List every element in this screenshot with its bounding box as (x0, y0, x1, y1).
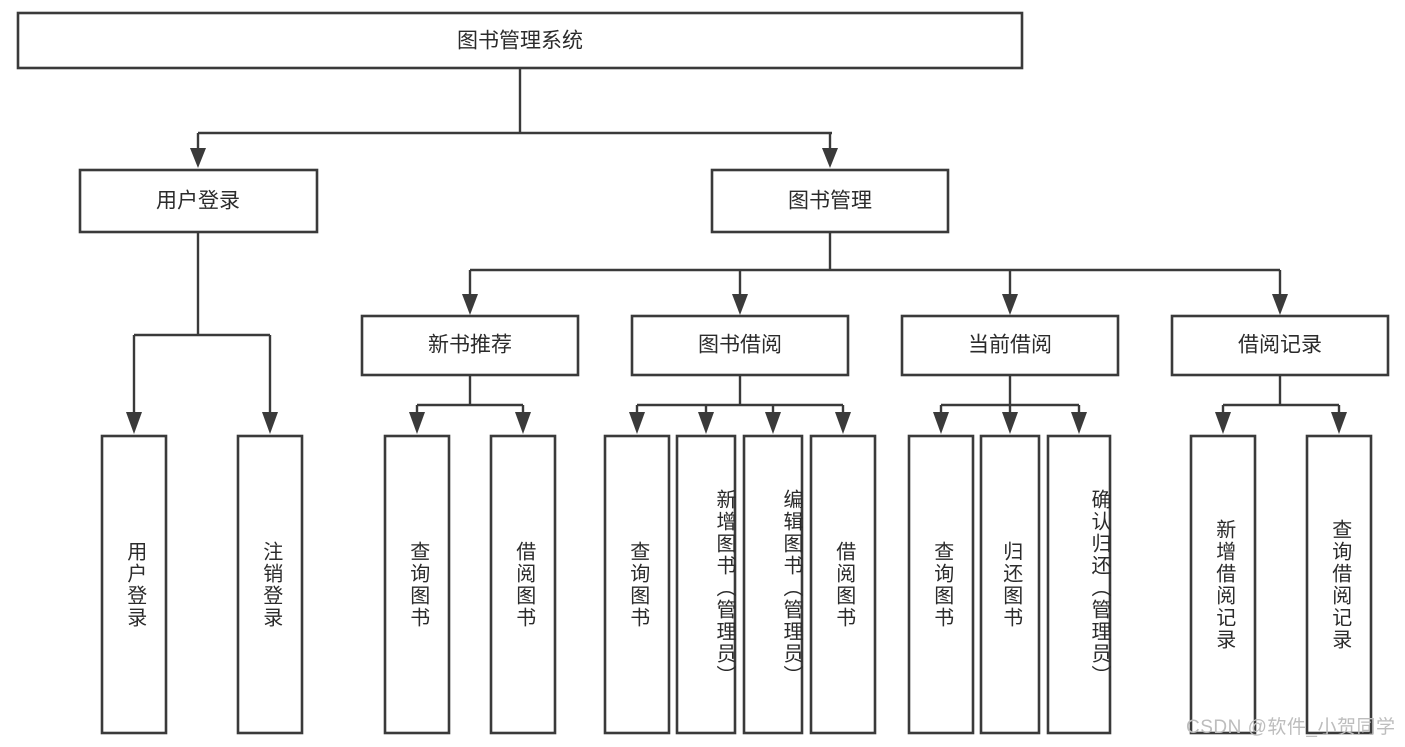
leaf-cb-confirm-return[interactable] (1046, 434, 1112, 735)
arrowhead-current-borrow (1002, 294, 1018, 315)
arrowhead-br-query-record (1331, 412, 1347, 434)
label-layer: 图书管理系统 用户登录 图书管理 新书推荐 图书借阅 当前借阅 借阅记录 (156, 30, 1322, 357)
arrowhead-book-borrow (732, 294, 748, 315)
arrowhead-book-mgmt (822, 148, 838, 168)
arrowhead-bb-add-book (698, 412, 714, 434)
leaf-nb-borrow-book[interactable] (489, 434, 557, 735)
leaf-user-login[interactable] (100, 434, 168, 735)
arrowhead-bb-borrow-book (835, 412, 851, 434)
leaf-br-query-record[interactable] (1305, 434, 1373, 735)
node-current-borrow-label: 当前借阅 (968, 334, 1052, 357)
leaf-bb-edit-book[interactable] (742, 434, 804, 735)
node-user-login[interactable] (78, 168, 319, 234)
node-borrow-record[interactable] (1170, 314, 1390, 377)
node-book-borrow[interactable] (630, 314, 850, 377)
node-new-book-recommend-label: 新书推荐 (428, 334, 512, 357)
node-book-borrow-label: 图书借阅 (698, 334, 782, 357)
node-layer (16, 11, 1390, 735)
leaf-nb-query-book[interactable] (383, 434, 451, 735)
node-user-login-label: 用户登录 (156, 190, 240, 213)
node-root-label: 图书管理系统 (457, 30, 583, 53)
arrowhead-user-login (190, 148, 206, 168)
node-new-book-recommend[interactable] (360, 314, 580, 377)
leaf-cb-query-book[interactable] (907, 434, 975, 735)
arrowhead-leaf-user-login (126, 412, 142, 434)
node-book-management-label: 图书管理 (788, 190, 872, 213)
leaf-bb-borrow-book[interactable] (809, 434, 877, 735)
arrowhead-new-book (462, 294, 478, 315)
leaf-logout[interactable] (236, 434, 304, 735)
arrowhead-cb-return-book (1002, 412, 1018, 434)
arrowhead-cb-confirm-return (1071, 412, 1087, 434)
node-current-borrow[interactable] (900, 314, 1120, 377)
arrowhead-br-add-record (1215, 412, 1231, 434)
leaf-br-add-record[interactable] (1189, 434, 1257, 735)
node-root[interactable] (16, 11, 1024, 70)
leaf-cb-return-book[interactable] (979, 434, 1041, 735)
arrowhead-leaf-logout (262, 412, 278, 434)
arrowhead-bb-edit-book (765, 412, 781, 434)
arrowhead-cb-query-book (933, 412, 949, 434)
leaf-bb-query-book[interactable] (603, 434, 671, 735)
csdn-watermark: CSDN @软件_小贺同学 (1186, 717, 1396, 738)
arrowhead-bb-query-book (629, 412, 645, 434)
connector-layer (126, 68, 1347, 434)
arrowhead-borrow-record (1272, 294, 1288, 315)
arrowhead-nb-query-book (409, 412, 425, 434)
arrowhead-nb-borrow-book (515, 412, 531, 434)
node-book-management[interactable] (710, 168, 950, 234)
leaf-bb-add-book[interactable] (675, 434, 737, 735)
node-borrow-record-label: 借阅记录 (1238, 334, 1322, 357)
